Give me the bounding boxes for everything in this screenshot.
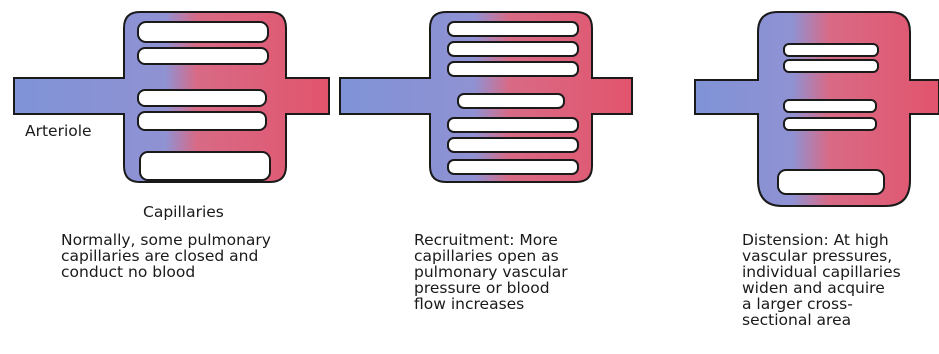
capillary-gap (137, 89, 267, 107)
capillary-gap (447, 61, 579, 77)
capillary-gap (783, 59, 879, 73)
capillary-network-normal-diagram (13, 11, 330, 183)
arteriole-label: Arteriole (25, 122, 92, 140)
capillary-gap (783, 43, 879, 57)
capillary-gap (139, 151, 271, 181)
capillary-gap (447, 117, 579, 133)
capillary-gap (447, 41, 579, 57)
caption-normal: Normally, some pulmonary capillaries are… (61, 231, 271, 281)
capillary-gap (137, 21, 269, 43)
caption-distension: Distension: At high vascular pressures, … (742, 231, 901, 329)
capillary-gap (783, 117, 877, 131)
panel-normal: Arteriole Capillaries Normally, some pul… (0, 0, 330, 354)
panel-distension: Distension: At high vascular pressures, … (660, 0, 939, 354)
caption-recruitment: Recruitment: More capillaries open as pu… (414, 231, 568, 313)
capillary-gap (783, 99, 877, 113)
capillary-gap (447, 21, 579, 37)
capillaries-label: Capillaries (143, 203, 224, 221)
panel-recruitment: Recruitment: More capillaries open as pu… (330, 0, 660, 354)
capillary-gap (457, 93, 565, 109)
capillary-gap (447, 137, 579, 153)
capillary-gap (137, 111, 267, 131)
capillary-network-recruitment-diagram (339, 11, 633, 183)
capillary-gap (777, 169, 885, 195)
capillary-gap (447, 159, 579, 175)
capillary-gap (137, 47, 269, 65)
capillary-network-distension-diagram (694, 11, 939, 207)
